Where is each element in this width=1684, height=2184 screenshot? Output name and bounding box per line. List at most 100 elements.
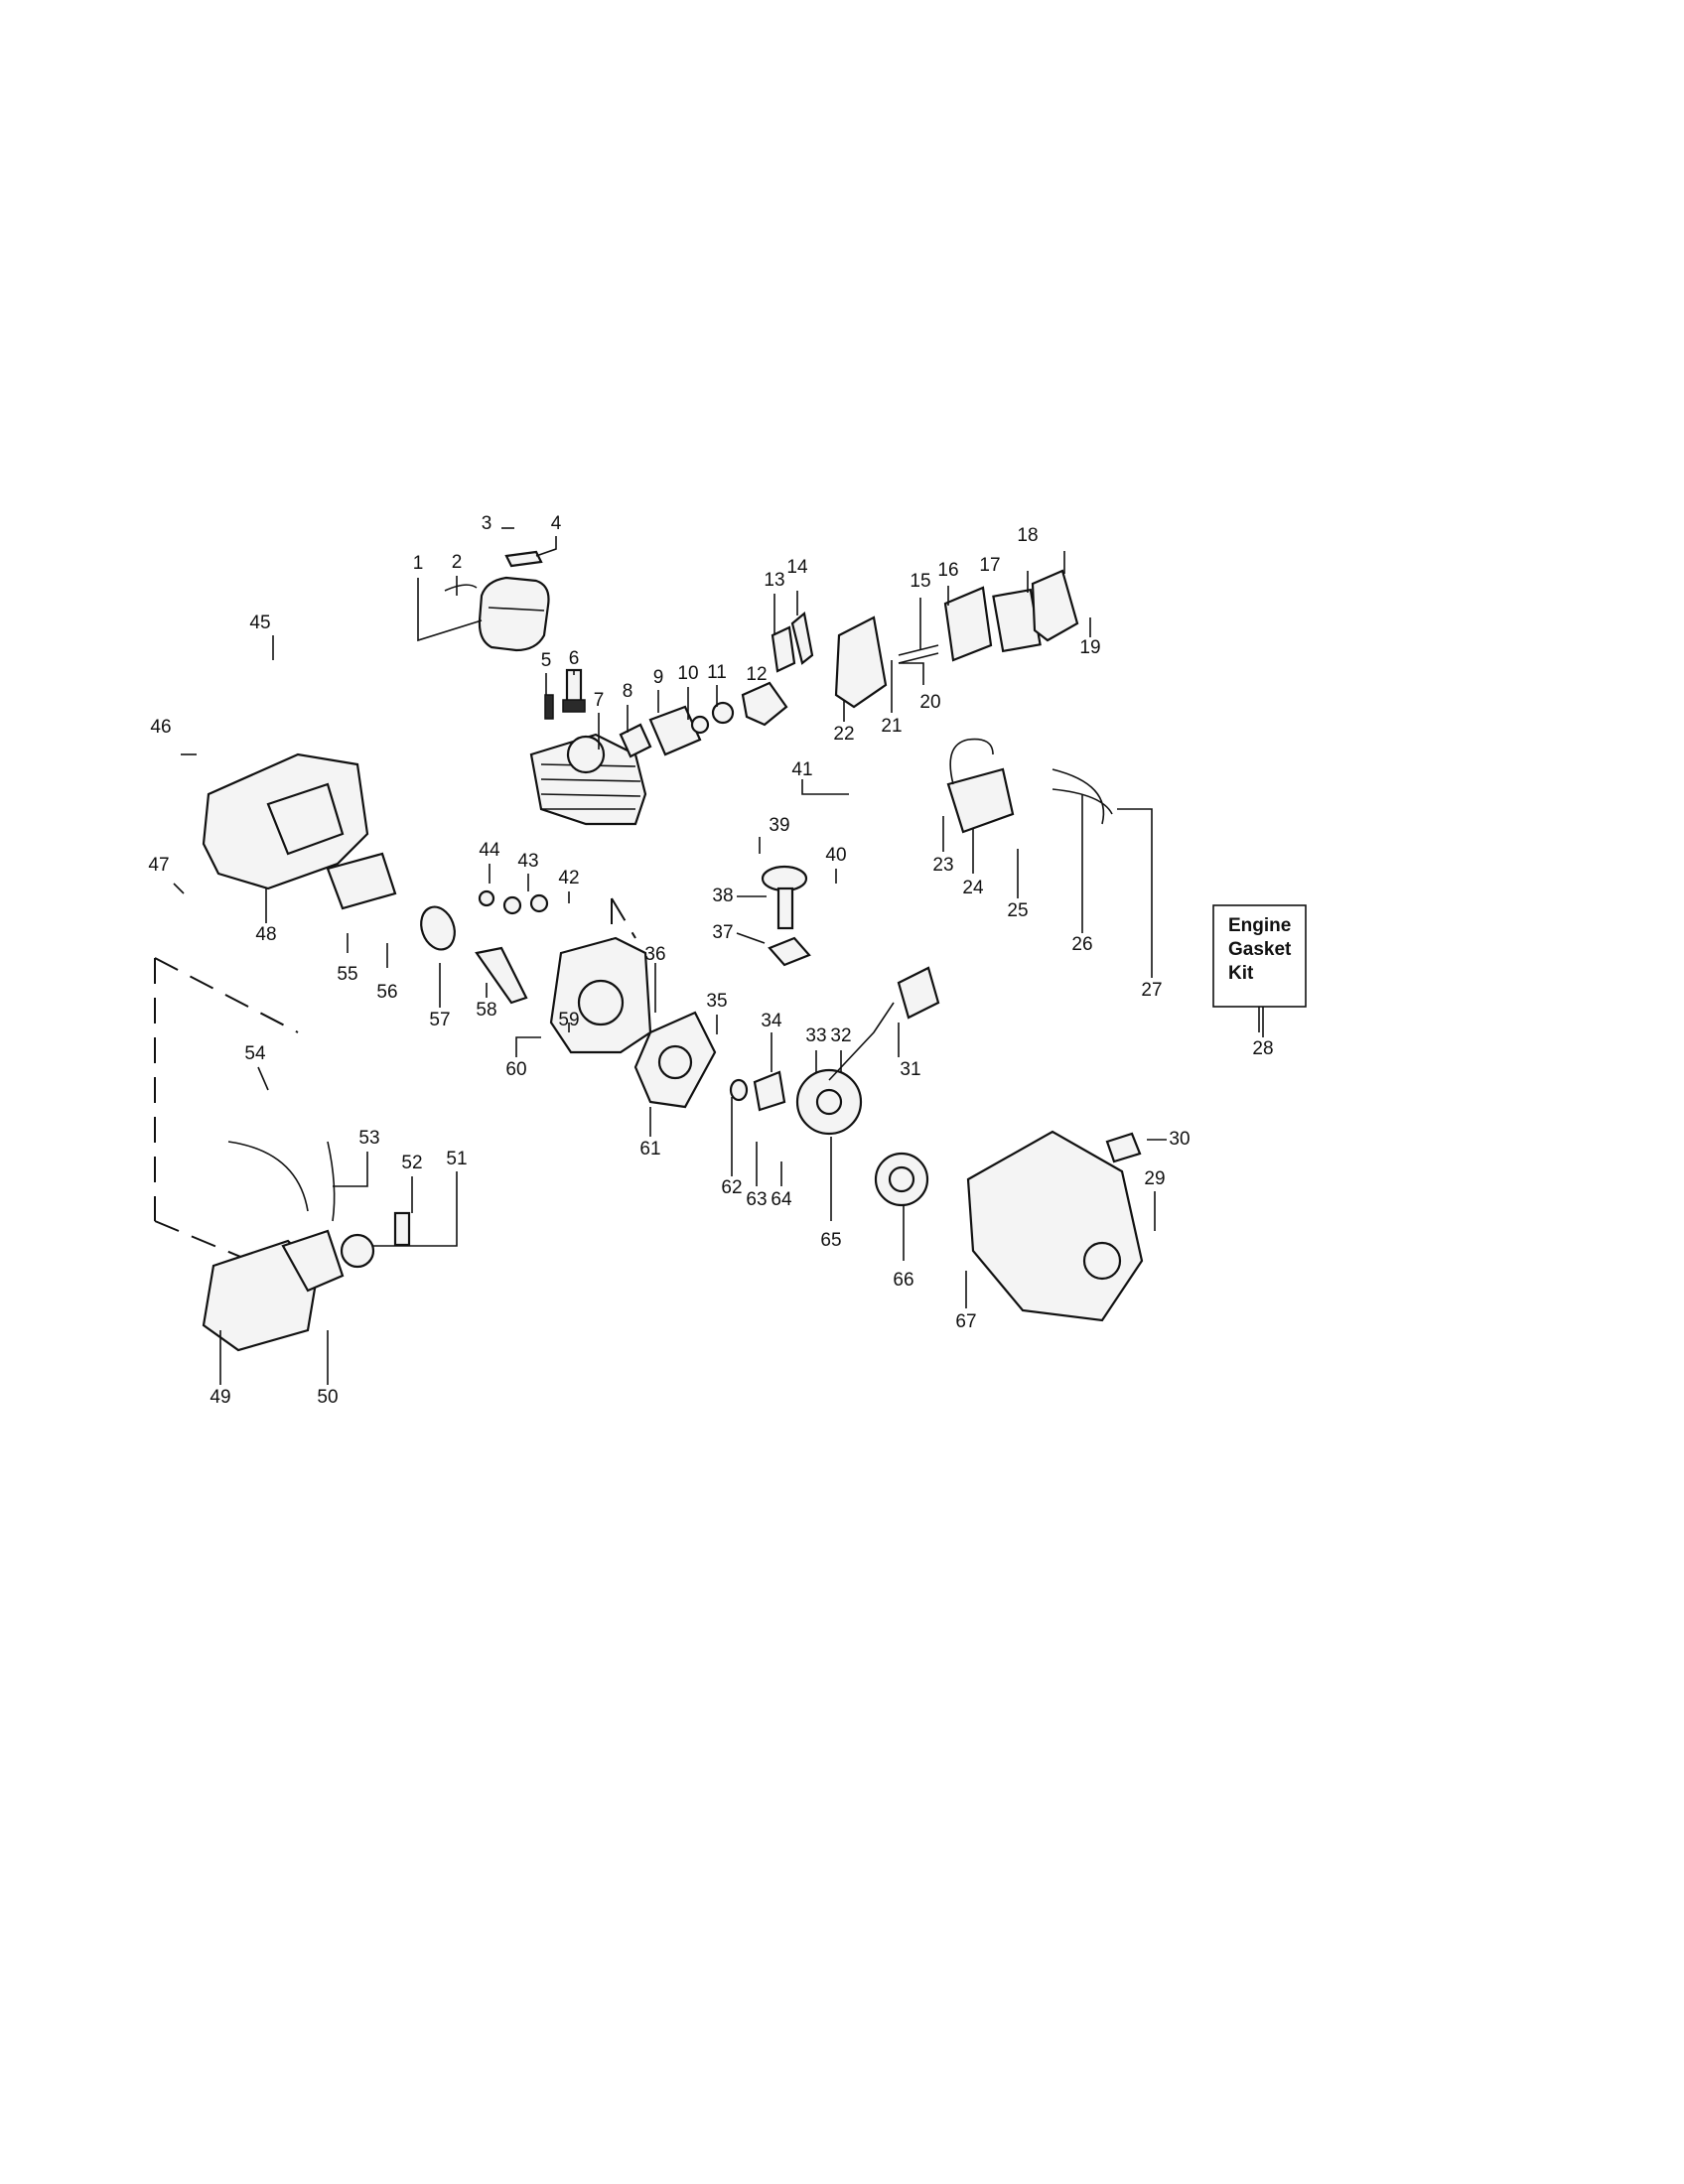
part-label-37: 37 <box>712 922 733 943</box>
filter-grid <box>943 586 993 662</box>
part-label-55: 55 <box>337 964 357 985</box>
part-label-4: 4 <box>551 513 562 534</box>
part-label-3: 3 <box>482 513 492 534</box>
part-label-33: 33 <box>805 1025 826 1046</box>
spark-plug <box>562 668 586 713</box>
ignition-wires <box>1052 768 1113 825</box>
part-label-54: 54 <box>244 1043 266 1064</box>
part-label-11: 11 <box>707 662 727 683</box>
fan-housing <box>633 1011 717 1109</box>
part-label-60: 60 <box>505 1059 526 1080</box>
part-label-59: 59 <box>558 1010 579 1030</box>
part-label-13: 13 <box>764 570 784 591</box>
part-label-26: 26 <box>1071 934 1092 955</box>
part-label-43: 43 <box>517 851 538 872</box>
piston-assembly <box>761 865 808 930</box>
part-label-16: 16 <box>937 560 958 581</box>
muffler-group-outline <box>154 957 299 1282</box>
bearing <box>478 889 495 907</box>
part-label-56: 56 <box>376 982 397 1003</box>
part-label-35: 35 <box>706 991 727 1012</box>
starter-grip <box>897 966 940 1020</box>
part-label-51: 51 <box>446 1149 467 1169</box>
engine-gasket-kit-box: Engine Gasket Kit <box>1212 904 1307 1032</box>
part-label-9: 9 <box>653 667 664 688</box>
arc-53 <box>327 1141 336 1222</box>
crankcase <box>549 936 652 1054</box>
choke-plate <box>771 625 796 673</box>
arc-54 <box>227 1141 309 1212</box>
part-label-1: 1 <box>413 553 424 574</box>
part-label-14: 14 <box>786 557 808 578</box>
part-label-5: 5 <box>541 650 552 671</box>
part-label-28: 28 <box>1252 1038 1273 1059</box>
part-label-45: 45 <box>249 613 270 633</box>
part-label-42: 42 <box>558 868 579 888</box>
components <box>202 550 1144 1352</box>
filter-cover <box>1031 569 1079 642</box>
part-label-62: 62 <box>721 1177 742 1198</box>
carburetor <box>741 681 788 727</box>
part-label-36: 36 <box>644 944 665 965</box>
choke-lever <box>790 611 814 665</box>
part-label-15: 15 <box>910 571 930 592</box>
part-label-48: 48 <box>255 924 276 945</box>
primer <box>1105 1132 1142 1163</box>
cylinder <box>529 733 647 826</box>
kit-line-1: Engine <box>1228 915 1291 936</box>
part-label-18: 18 <box>1017 525 1038 546</box>
filter-screws <box>898 644 939 664</box>
nut <box>340 1233 375 1269</box>
recoil-pulley <box>795 1002 895 1136</box>
part-label-24: 24 <box>962 878 984 898</box>
part-label-66: 66 <box>893 1270 913 1291</box>
kit-line-2: Gasket <box>1228 939 1292 960</box>
part-label-53: 53 <box>358 1128 379 1149</box>
part-label-39: 39 <box>769 815 789 836</box>
part-label-25: 25 <box>1007 900 1028 921</box>
part-label-47: 47 <box>148 855 169 876</box>
gasket-ring <box>711 701 735 725</box>
part-label-27: 27 <box>1141 980 1162 1001</box>
plate <box>504 550 543 568</box>
part-label-52: 52 <box>401 1153 422 1173</box>
part-label-64: 64 <box>771 1189 792 1210</box>
part-label-38: 38 <box>712 886 733 906</box>
part-label-67: 67 <box>955 1311 976 1332</box>
part-label-46: 46 <box>150 717 171 738</box>
leader-lines <box>173 527 1264 1385</box>
part-label-23: 23 <box>932 855 953 876</box>
part-label-50: 50 <box>317 1387 338 1408</box>
part-label-17: 17 <box>979 555 1000 576</box>
part-label-20: 20 <box>919 692 940 713</box>
part-label-10: 10 <box>677 663 698 684</box>
recoil-spring <box>874 1152 929 1207</box>
ignition-module <box>946 738 1015 834</box>
washer <box>690 715 710 735</box>
part-label-2: 2 <box>452 552 463 573</box>
part-label-41: 41 <box>791 759 812 780</box>
pulley-hub <box>753 1070 786 1112</box>
insulator <box>648 705 702 756</box>
part-label-21: 21 <box>881 716 902 737</box>
part-label-7: 7 <box>594 690 605 711</box>
o-ring <box>420 905 456 951</box>
starter-housing <box>966 1130 1144 1322</box>
bearing <box>502 895 522 915</box>
kit-line-3: Kit <box>1228 963 1254 984</box>
part-label-65: 65 <box>820 1230 841 1251</box>
part-label-34: 34 <box>761 1011 782 1031</box>
rear-housing <box>202 752 369 890</box>
shield <box>326 852 397 910</box>
screw <box>544 694 554 720</box>
part-label-57: 57 <box>429 1010 450 1030</box>
part-label-61: 61 <box>639 1139 660 1160</box>
part-label-22: 22 <box>833 724 854 745</box>
part-label-32: 32 <box>830 1025 851 1046</box>
part-label-40: 40 <box>825 845 846 866</box>
part-label-29: 29 <box>1144 1168 1165 1189</box>
bearing <box>529 893 549 913</box>
crankshaft <box>475 946 528 1005</box>
